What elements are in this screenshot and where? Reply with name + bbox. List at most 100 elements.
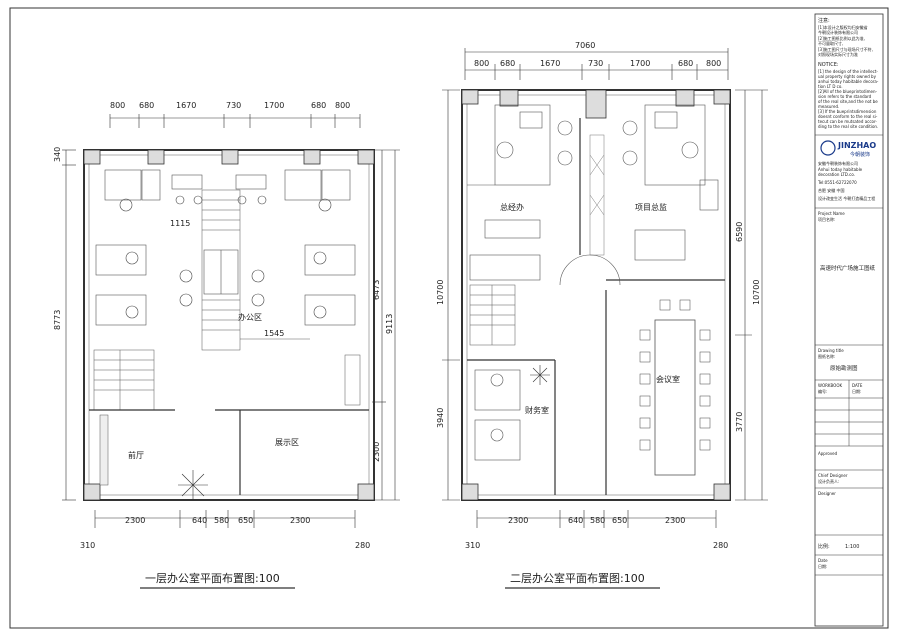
dim-ticks-top-1 bbox=[109, 114, 361, 128]
dim-ticks-left-1 bbox=[62, 149, 76, 501]
dim-top-1-5: 680 bbox=[311, 101, 326, 110]
dim-ticks-bottom-1 bbox=[94, 510, 356, 528]
notice-en-10: tecut can be mutsated accor- bbox=[818, 119, 877, 124]
notice-en-6: of the real site,and the not be bbox=[818, 99, 878, 104]
dim-top-1-2: 1670 bbox=[176, 101, 196, 110]
dim-top-2-6: 800 bbox=[706, 59, 721, 68]
project-label-cn: 项目名称: bbox=[818, 216, 835, 222]
room-label-meeting: 会议室 bbox=[656, 374, 680, 384]
notes-cn-2: [2]施工图纸比例以此为准, bbox=[818, 35, 865, 41]
meeting-chairs bbox=[639, 299, 711, 451]
notice-en-11: ding to the real site condition. bbox=[818, 124, 878, 129]
notice-en-4: [2]All of the blueprintsdimen- bbox=[818, 89, 878, 94]
company-tel: Tel:0551-62722070 bbox=[817, 180, 857, 185]
dim-bottom-1-3: 650 bbox=[238, 516, 253, 525]
floor-plan-2: 7060 800 680 1670 730 1700 680 800 10700… bbox=[436, 41, 768, 589]
dim-ticks-top-2 bbox=[464, 48, 729, 80]
dim-edge-right-2: 280 bbox=[713, 541, 728, 550]
drawing-label-cn: 图纸名称: bbox=[818, 353, 835, 359]
final-date-cn: 日期: bbox=[818, 563, 827, 569]
plant-icon bbox=[530, 365, 550, 385]
room-label-gm: 总经办 bbox=[500, 202, 524, 212]
brand-name: JINZHAO bbox=[837, 141, 876, 150]
notes-label: 注意: bbox=[818, 17, 830, 24]
designer-label: Designer bbox=[818, 491, 836, 496]
room-label-finance: 财务室 bbox=[525, 405, 549, 415]
dim-top-1-0: 800 bbox=[110, 101, 125, 110]
company-en2: decoration LTD.co. bbox=[818, 172, 855, 177]
floor-plan-1: 800 680 1670 730 1700 680 800 340 8773 6… bbox=[53, 101, 400, 589]
plan1-stair-lower bbox=[93, 349, 155, 411]
approved-label: Approved bbox=[818, 451, 838, 456]
dim-right-2-1: 10700 bbox=[752, 280, 761, 305]
dim-top-2-1: 680 bbox=[500, 59, 515, 68]
notes-cn-1: 今朝设计装饰有限公司 bbox=[818, 29, 858, 35]
dim-overall-2: 7060 bbox=[575, 41, 595, 50]
plan1-title: 一层办公室平面布置图:100 bbox=[145, 571, 280, 585]
dim-bottom-2-4: 2300 bbox=[665, 516, 685, 525]
date-cn: 日期: bbox=[852, 388, 861, 394]
plan2-gm-office bbox=[467, 104, 581, 281]
company-cn: 安徽今朝装饰有限公司 bbox=[818, 160, 858, 166]
scale-value: 1:100 bbox=[845, 544, 859, 550]
dim-right-1-2: 2300 bbox=[372, 442, 381, 462]
dim-bottom-2-2: 580 bbox=[590, 516, 605, 525]
company-logo-icon bbox=[820, 140, 836, 156]
plant-icon bbox=[178, 470, 208, 500]
title-block: 注意: [1]本设计之版权均归安徽省 今朝设计装饰有限公司 [2]施工图纸比例以… bbox=[814, 13, 884, 627]
notes-cn-0: [1]本设计之版权均归安徽省 bbox=[818, 24, 868, 30]
room-label-hall: 前厅 bbox=[128, 450, 144, 460]
notice-en-3: tion LT D co. bbox=[818, 84, 843, 89]
workbook-label: WORKBOOK bbox=[818, 383, 842, 388]
company-address: 合肥 安徽 中国 bbox=[818, 187, 845, 193]
dim-left-1-0: 340 bbox=[53, 147, 62, 162]
plan1-chairs-side bbox=[125, 251, 327, 319]
drawing-name: 原始勘测图 bbox=[830, 364, 858, 372]
notice-en-9: doesnt conform to the real si- bbox=[818, 114, 878, 119]
plan2-storage bbox=[589, 134, 605, 256]
plan1-desks-top bbox=[104, 169, 351, 201]
dim-bottom-2-1: 640 bbox=[568, 516, 583, 525]
dim-top-2-5: 680 bbox=[678, 59, 693, 68]
notice-en-1: ual property rights owned by bbox=[818, 74, 877, 79]
dim-top-2-2: 1670 bbox=[540, 59, 560, 68]
dim-edge-left-1: 310 bbox=[80, 541, 95, 550]
notice-en-5: sion refers to the standard bbox=[818, 94, 872, 99]
dim-right-2-2: 3770 bbox=[735, 412, 744, 432]
plan1-stair bbox=[201, 189, 241, 351]
date-label: DATE bbox=[852, 383, 863, 388]
dim-left-1-1: 8773 bbox=[53, 310, 62, 330]
room-label-pm: 项目总监 bbox=[635, 202, 667, 212]
dim-ticks-right-2 bbox=[735, 89, 768, 501]
plan2-door-arc bbox=[559, 254, 621, 286]
plan1-columns bbox=[83, 149, 375, 501]
company-en: Anhui today habitable bbox=[818, 167, 863, 172]
dim-bottom-1-0: 2300 bbox=[125, 516, 145, 525]
dim-edge-right-1: 280 bbox=[355, 541, 370, 550]
notice-label: NOTICE: bbox=[818, 62, 839, 68]
notes-cn-4: [3]施工图尺寸与现场尺寸不符, bbox=[818, 46, 873, 52]
dim-top-1-4: 1700 bbox=[264, 101, 284, 110]
sheet-border bbox=[9, 7, 889, 629]
notice-en-0: [1] the design of the intellect- bbox=[818, 69, 878, 74]
dim-top-1-1: 680 bbox=[139, 101, 154, 110]
chief-cn: 设计负责人: bbox=[818, 478, 839, 484]
plan1-partitions bbox=[89, 409, 369, 495]
plan1-chairs-top bbox=[119, 195, 332, 212]
dim-bottom-2-3: 650 bbox=[612, 516, 627, 525]
final-date-label: Date bbox=[818, 558, 828, 563]
project-name: 高速时代广场施工图纸 bbox=[820, 264, 876, 272]
workbook-cn: 编号: bbox=[818, 388, 827, 394]
dim-top-1-6: 800 bbox=[335, 101, 350, 110]
inner-dim-1-1: 1545 bbox=[264, 329, 284, 338]
dim-edge-left-2: 310 bbox=[465, 541, 480, 550]
plan2-finance-desks bbox=[474, 369, 521, 461]
brand-cn: 今朝装饰 bbox=[850, 151, 870, 158]
dim-bottom-1-1: 640 bbox=[192, 516, 207, 525]
dim-bottom-1-2: 580 bbox=[214, 516, 229, 525]
plan2-pm-office bbox=[606, 104, 725, 281]
meeting-table bbox=[654, 319, 696, 476]
inner-dim-1-0: 1115 bbox=[170, 219, 190, 228]
dim-top-1-3: 730 bbox=[226, 101, 241, 110]
